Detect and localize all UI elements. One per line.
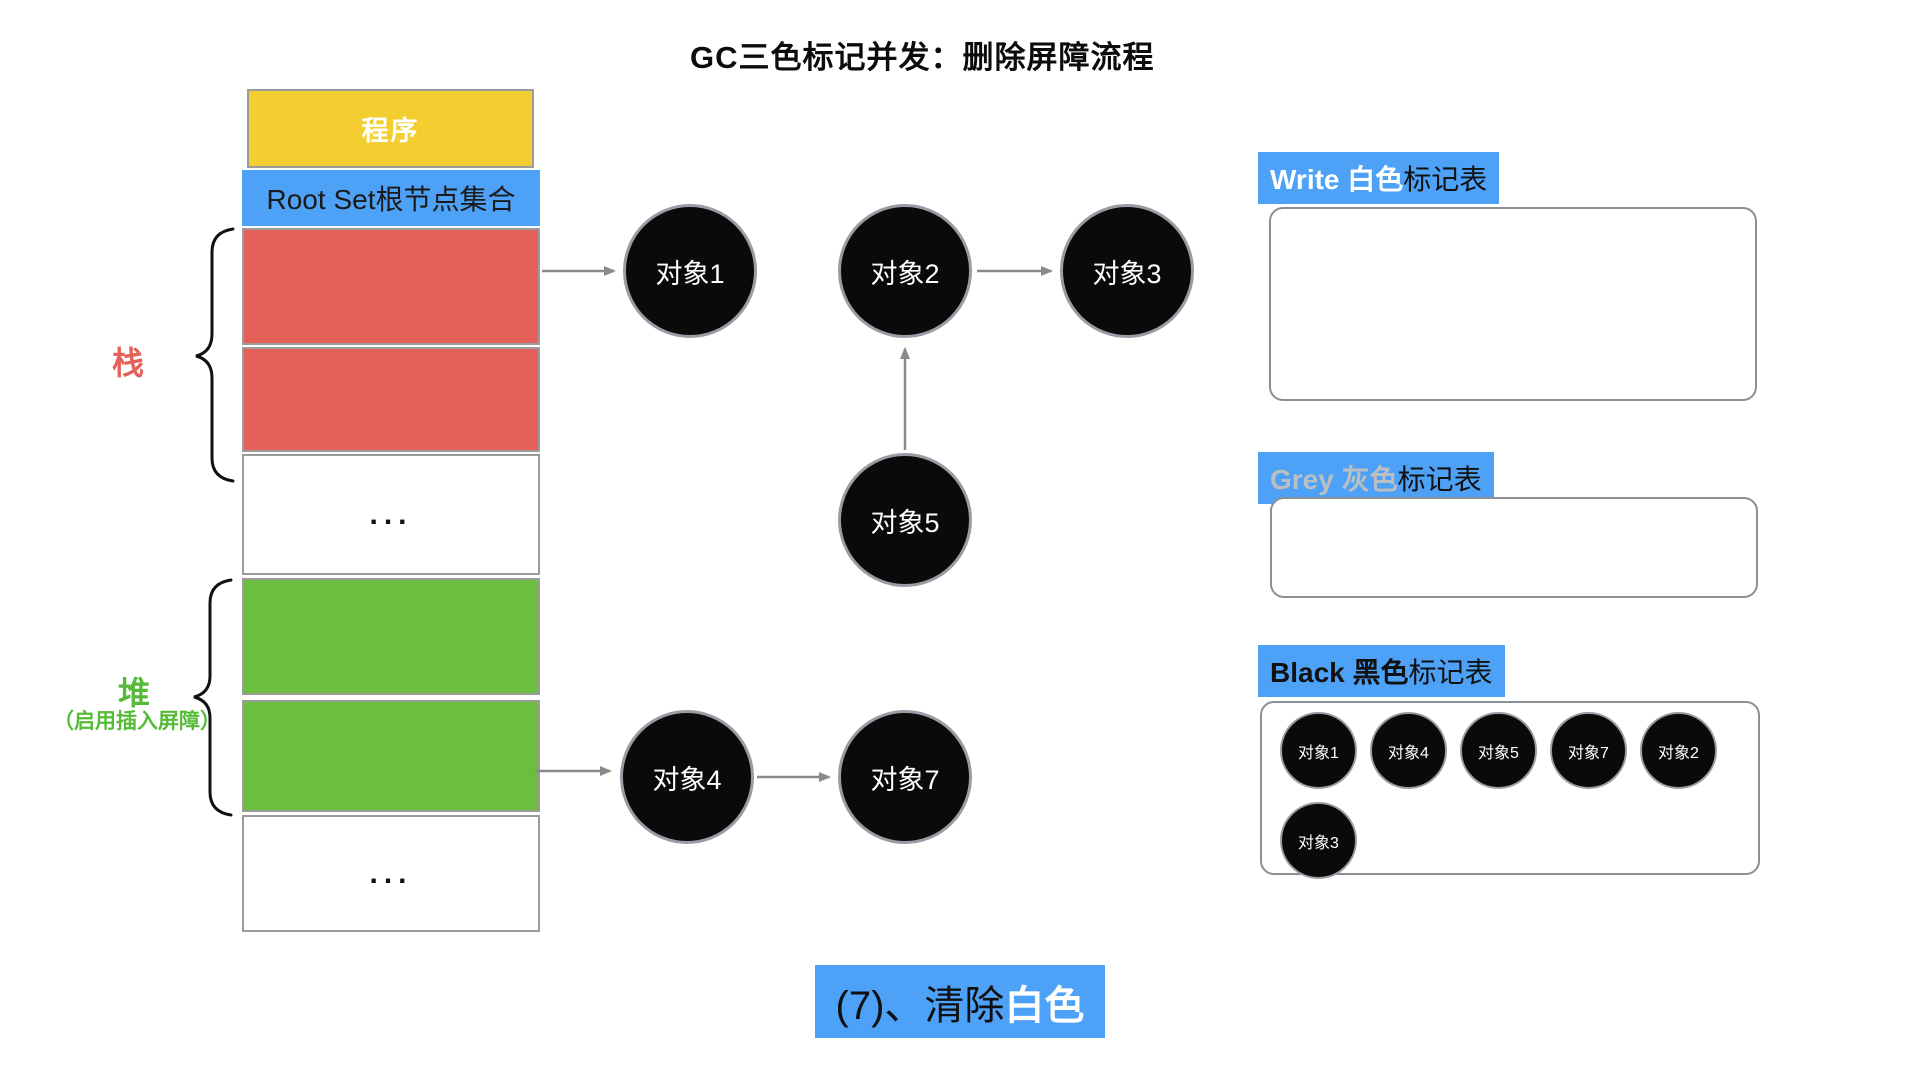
black-table-node: 对象2 [1640,712,1717,789]
node-obj1: 对象1 [623,204,757,338]
black-table-node: 对象5 [1460,712,1537,789]
black-node-label: 对象7 [1568,744,1609,762]
black-node-label: 对象1 [1298,744,1339,762]
heap-slot-2 [242,700,540,812]
black-table-title-rest: 标记表 [1408,657,1493,688]
diagram-title: GC三色标记并发：删除屏障流程 [690,40,1155,75]
white-table-box [1269,207,1757,401]
grey-table-title-rest: 标记表 [1397,464,1482,495]
grey-table-title-strong: Grey 灰色 [1270,464,1398,495]
program-box: 程序 [247,89,534,168]
black-table-title: Black 黑色标记表 [1258,645,1505,697]
program-label: 程序 [361,116,420,146]
node-obj4: 对象4 [620,710,754,844]
heap-brace [193,578,233,817]
rootset-band: Root Set根节点集合 [242,170,540,226]
node-obj4-label: 对象4 [652,764,722,795]
grey-table-box [1270,497,1758,598]
node-obj1-label: 对象1 [655,258,725,289]
stack-brace [195,227,235,483]
node-obj2-label: 对象2 [870,258,940,289]
node-obj5: 对象5 [838,453,972,587]
black-node-label: 对象3 [1298,834,1339,852]
ellipsis-top-label: ... [369,497,413,531]
heap-slot-1 [242,578,540,695]
stack-slot-2 [242,347,540,452]
rootset-label: Root Set根节点集合 [266,184,516,215]
ellipsis-bottom-label: ... [369,856,413,890]
node-obj7: 对象7 [838,710,972,844]
stack-slot-1 [242,228,540,345]
node-obj7-label: 对象7 [870,764,940,795]
stack-label: 栈 [112,345,145,381]
white-table-title: Write 白色标记表 [1258,152,1500,204]
heap-label: 堆 [118,675,151,711]
black-table-node: 对象1 [1280,712,1357,789]
black-table-node: 对象4 [1370,712,1447,789]
black-table-box: 对象1 对象4 对象5 对象7 对象2 对象3 [1260,701,1760,879]
black-node-label: 对象5 [1478,744,1519,762]
white-table-title-strong: Write 白色 [1270,164,1404,195]
memory-ellipsis-top: ... [242,454,540,575]
node-obj2: 对象2 [838,204,972,338]
node-obj3: 对象3 [1060,204,1194,338]
memory-ellipsis-bottom: ... [242,815,540,932]
black-node-label: 对象2 [1658,744,1699,762]
black-table-node: 对象3 [1280,802,1357,879]
step-caption-highlight: 白色 [1004,983,1085,1028]
grey-table-title: Grey 灰色标记表 [1258,452,1494,504]
black-table-title-strong: Black 黑色 [1270,657,1409,688]
heap-note: （启用插入屏障） [53,710,221,733]
black-node-label: 对象4 [1388,744,1429,762]
white-table-title-rest: 标记表 [1403,164,1488,195]
node-obj5-label: 对象5 [870,507,940,538]
step-caption: (7)、清除白色 [815,965,1105,1038]
node-obj3-label: 对象3 [1092,258,1162,289]
black-table-node: 对象7 [1550,712,1627,789]
step-caption-text: (7)、清除 [835,983,1005,1028]
